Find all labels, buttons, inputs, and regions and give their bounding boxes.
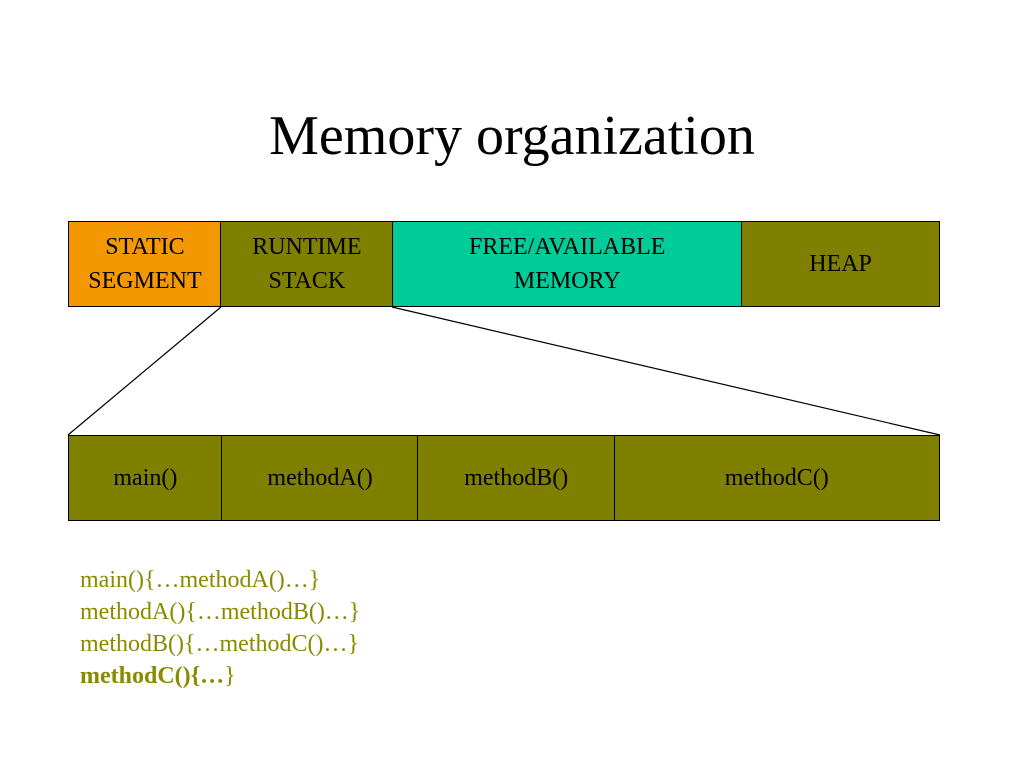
connector-line-right <box>391 306 941 436</box>
free-memory-block: FREE/AVAILABLE MEMORY <box>391 221 743 307</box>
stack-frame-method-b: methodB() <box>417 435 616 521</box>
call-chain-line-current: methodC(){…} <box>80 660 360 692</box>
call-chain-line: methodA(){…methodB()…} <box>80 599 361 625</box>
runtime-stack-block: RUNTIME STACK <box>220 221 394 307</box>
call-chain-line: main(){…methodA()…} <box>80 567 321 593</box>
call-chain-current-rest: } <box>224 663 236 689</box>
call-chain-list: main(){…methodA()…} methodA(){…methodB()… <box>80 564 360 692</box>
memory-layout-bar: STATIC SEGMENT RUNTIME STACK FREE/AVAILA… <box>68 221 940 307</box>
stack-frame-method-a: methodA() <box>221 435 419 521</box>
slide-title: Memory organization <box>269 105 755 167</box>
call-chain-current-bold: methodC(){… <box>80 663 225 689</box>
stack-frame-main: main() <box>68 435 223 521</box>
call-chain-line: methodB(){…methodC()…} <box>80 631 359 657</box>
heap-block: HEAP <box>741 221 940 307</box>
static-segment-block: STATIC SEGMENT <box>68 221 222 307</box>
connector-line-left <box>67 306 222 436</box>
stack-frame-method-c: methodC() <box>613 435 940 521</box>
stack-frames-bar: main() methodA() methodB() methodC() <box>68 435 940 521</box>
